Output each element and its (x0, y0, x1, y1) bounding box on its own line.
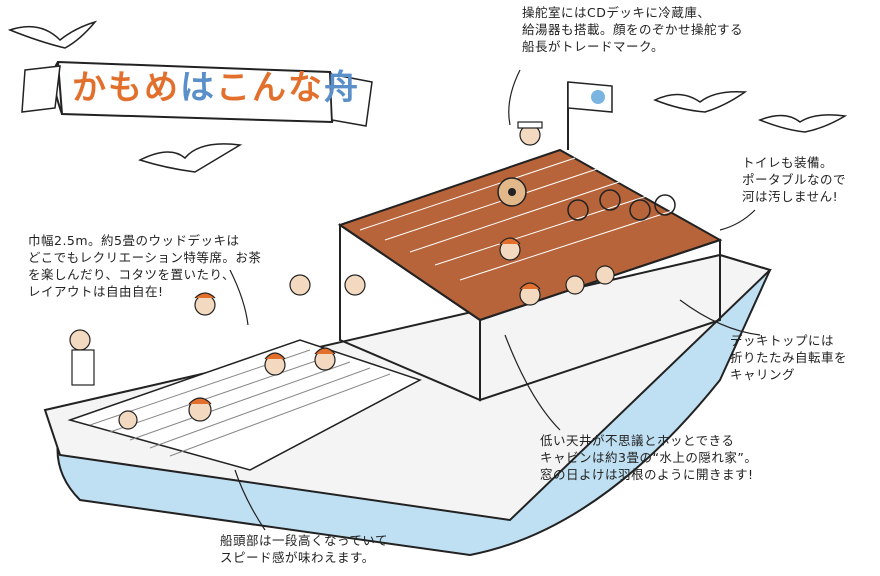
flag-icon (567, 81, 613, 150)
steering-wheel-icon (497, 177, 527, 207)
page-title: かもめはこんな舟 (72, 60, 360, 109)
seagull-icon (653, 90, 748, 113)
seagull-icon (138, 143, 243, 173)
seagull-icon (757, 114, 848, 133)
bicycle-icon (567, 189, 676, 221)
title-part-wa: は (180, 68, 216, 108)
title-part-fune: 舟 (324, 68, 360, 108)
note-cockpit: 操舵室にはCDデッキに冷蔵庫、 給湯器も搭載。顔をのぞかせ操舵する 船長がトレー… (522, 5, 744, 54)
note-bow: 船頭部は一段高くなっていて スピード感が味わえます。 (220, 533, 389, 565)
note-toilet: トイレも装備。 ポータブルなので 河は汚しません! (742, 155, 847, 204)
note-deck: 巾幅2.5m。約5畳のウッドデッキは どこでもレクリエーション特等席。お茶 を楽… (28, 233, 262, 299)
passengers (69, 121, 615, 430)
title-ribbon (21, 60, 373, 127)
title-part-kamome: かもめ (72, 68, 180, 108)
leader-lines (229, 69, 761, 531)
seagull-icon (7, 20, 98, 49)
title-part-konna: こんな (216, 68, 324, 108)
note-bicycle: デッキトップには 折りたたみ自転車を キャリング (730, 333, 848, 382)
note-cabin: 低い天井が不思議とホッとできる キャビンは約3畳の“水上の隠れ家”。 窓の日よけ… (540, 433, 758, 482)
cabin (337, 148, 723, 402)
